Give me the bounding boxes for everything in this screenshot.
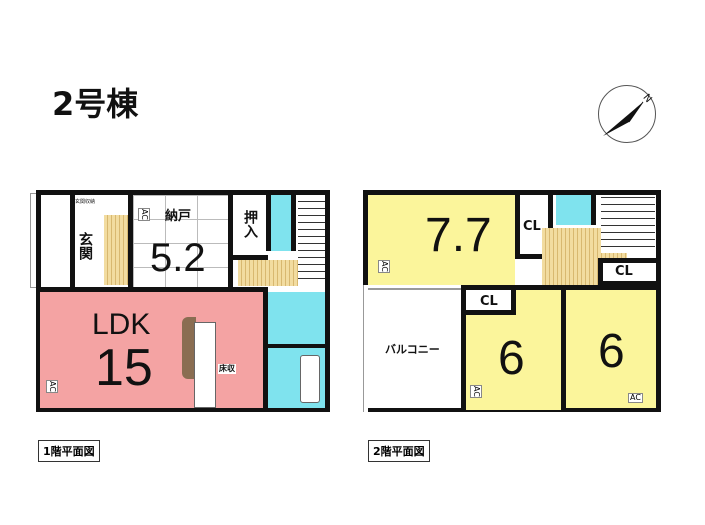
storeroom <box>133 195 233 287</box>
room-7-7-size: 7.7 <box>425 209 492 262</box>
closet-a-label: CL <box>523 219 541 234</box>
floor1-caption: 1階平面図 <box>38 440 100 462</box>
room-6-right-size: 6 <box>598 325 625 378</box>
ldk-label: LDK <box>92 308 151 341</box>
ac-label: AC <box>628 393 643 403</box>
room-6-left-size: 6 <box>498 332 525 385</box>
closet-b <box>466 290 516 315</box>
ac-label: AC <box>138 208 150 221</box>
closet-b-label: CL <box>480 294 498 309</box>
wall <box>461 285 658 290</box>
toilet-2f <box>556 195 596 225</box>
wall <box>233 255 268 260</box>
closet-c <box>598 258 656 286</box>
room-6-right <box>566 290 656 408</box>
washroom <box>268 292 325 344</box>
storeroom-label: 納戸 <box>165 209 192 224</box>
closet-c-label: CL <box>615 264 633 279</box>
balcony-edge <box>363 285 368 412</box>
balcony-label: バルコニー <box>385 343 440 356</box>
bathtub <box>300 355 320 403</box>
building-title: 2号棟 <box>52 85 139 123</box>
ac-label: AC <box>378 260 390 273</box>
ldk-size: 15 <box>95 339 153 397</box>
stairs-2f <box>601 195 655 253</box>
entrance-label: 玄関 <box>77 232 93 260</box>
ac-label: AC <box>470 385 482 398</box>
compass-arrow-icon <box>603 101 644 136</box>
closet-label: 押入 <box>242 210 258 238</box>
kitchen-counter <box>182 317 196 379</box>
ldk-room <box>40 287 265 408</box>
entrance-storage-label: 玄関収納 <box>75 199 96 205</box>
compass: N <box>598 85 656 143</box>
stairs-1f <box>298 195 325 285</box>
closet-a <box>515 195 553 259</box>
ac-label: AC <box>46 380 58 393</box>
room-7-7 <box>368 195 515 285</box>
wall <box>263 287 268 408</box>
hall-1f <box>238 260 298 286</box>
floor2-caption: 2階平面図 <box>368 440 430 462</box>
floor-storage-label: 床収 <box>218 364 236 374</box>
toilet-1f <box>266 195 296 251</box>
entrance-hall-floor <box>104 215 128 285</box>
storeroom-size: 5.2 <box>150 236 206 280</box>
balcony <box>368 288 461 408</box>
wall <box>268 344 325 348</box>
kitchen-unit <box>194 322 216 408</box>
